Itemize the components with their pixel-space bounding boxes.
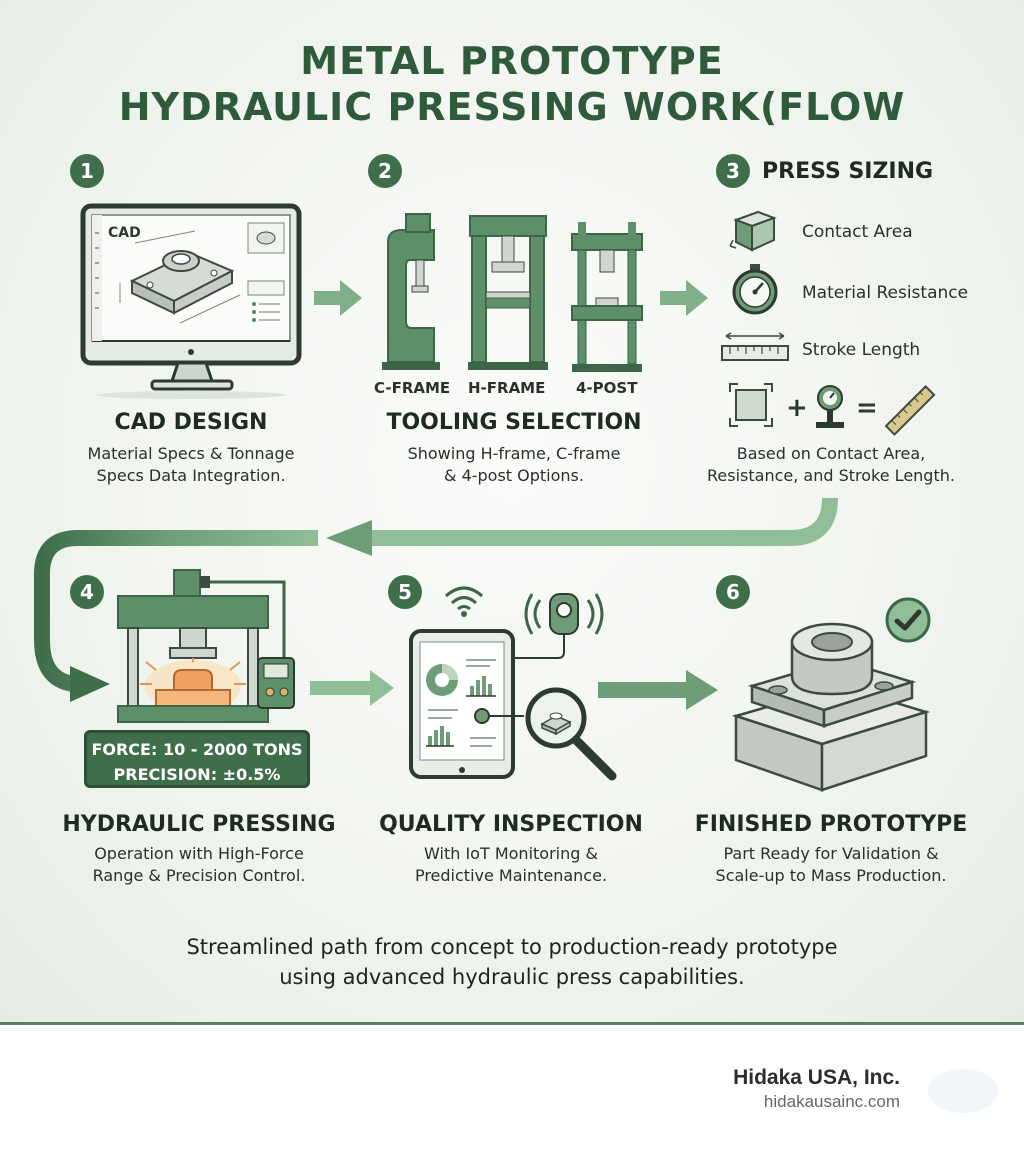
finished-part-icon [731,622,931,792]
h-frame-label: H-FRAME [468,379,546,397]
step-1-desc-2: Specs Data Integration. [96,466,286,485]
company-name: Hidaka USA, Inc. [733,1066,900,1089]
step-4-badge: 4 [70,575,104,609]
step-5-desc-2: Predictive Maintenance. [414,866,608,885]
step-2-desc-2: & 4-post Options. [444,466,584,485]
factor-contact-area: Contact Area [802,222,913,242]
summary-line-2: using advanced hydraulic press capabilit… [279,965,745,989]
arrow-right-icon [598,670,718,710]
cad-screen-label: CAD [108,225,141,241]
step-4-desc-2: Range & Precision Control. [92,866,306,885]
step-6-title: FINISHED PROTOTYPE [694,812,968,837]
svg-text:=: = [856,393,878,423]
arrow-right-icon [660,280,708,316]
arrow-right-icon [314,280,362,316]
step-1-badge: 1 [70,154,104,188]
step-6-desc-1: Part Ready for Validation & [723,844,939,863]
step-6-badge: 6 [716,575,750,609]
force-range-text: FORCE: 10 - 2000 TONS [91,740,303,759]
four-post-press-icon [571,222,643,372]
step-3-badge: 3 [716,154,750,188]
svg-text:+: + [786,393,808,423]
title-line-1: METAL PROTOTYPE [300,39,724,83]
title-line-2: HYDRAULIC PRESSING WORK(FLOW [118,85,906,129]
footer [0,1025,1024,1154]
hydraulic-press-icon [117,569,295,723]
area-plus-gauge-equals-ruler-icon: + = [729,383,936,436]
step-5-desc-1: With IoT Monitoring & [424,844,598,863]
return-flow-arrow-icon [34,497,838,702]
wifi-icon [445,586,483,617]
arrow-right-icon [310,670,394,706]
logo-watermark-icon [928,1069,998,1113]
step-3-desc-2: Resistance, and Stroke Length. [707,466,955,485]
footer-divider [0,1022,1024,1025]
step-1-title: CAD DESIGN [114,410,268,435]
step-6-desc-2: Scale-up to Mass Production. [715,866,947,885]
step-5-badge: 5 [388,575,422,609]
check-circle-icon [885,597,931,643]
step-2-desc-1: Showing H-frame, C-frame [407,444,621,463]
step-4-title: HYDRAULIC PRESSING [62,812,336,837]
h-frame-press-icon [468,215,548,370]
step-2-badge: 2 [368,154,402,188]
step-2-title: TOOLING SELECTION [386,410,642,435]
precision-text: PRECISION: ±0.5% [113,765,281,784]
factor-stroke-length: Stroke Length [802,340,921,360]
step-3-desc-1: Based on Contact Area, [736,444,926,463]
magnifier-inspection-icon [474,687,617,781]
summary-line-1: Streamlined path from concept to product… [186,935,838,959]
company-website: hidakausainc.com [763,1092,900,1111]
c-frame-press-icon [382,213,440,370]
iot-sensor-icon [514,593,604,659]
step-5-title: QUALITY INSPECTION [379,812,643,837]
four-post-label: 4-POST [576,379,638,397]
monitor-cad-icon [80,203,302,399]
ruler-icon [721,332,789,361]
infographic-canvas [0,0,1024,1025]
step-4-desc-1: Operation with High-Force [94,844,304,863]
factor-material-resistance: Material Resistance [802,283,969,303]
cube-icon [729,210,777,252]
step-3-title: PRESS SIZING [762,159,934,184]
force-precision-panel: FORCE: 10 - 2000 TONS PRECISION: ±0.5% [84,730,310,788]
c-frame-label: C-FRAME [374,379,451,397]
pressure-gauge-icon [732,264,778,315]
tablet-dashboard-icon [409,629,515,779]
step-1-desc-1: Material Specs & Tonnage [87,444,295,463]
